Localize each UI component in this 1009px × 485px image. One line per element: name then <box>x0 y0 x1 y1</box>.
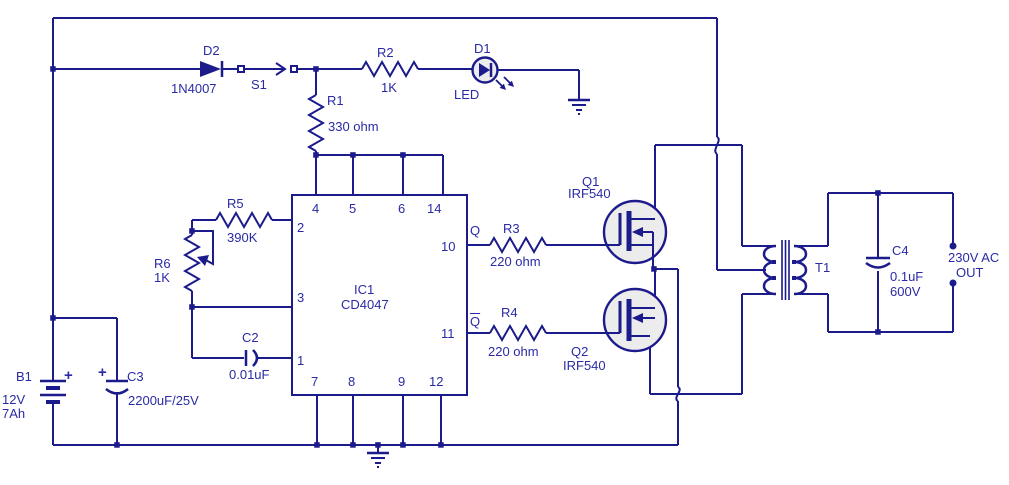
resistor-r2-symbol <box>361 59 419 79</box>
resistor-r4-symbol <box>489 323 547 343</box>
q2-label: Q2 <box>571 344 589 359</box>
d1-label: D1 <box>474 41 491 56</box>
d1-value: LED <box>454 87 480 102</box>
q1-label: Q1 <box>582 174 600 189</box>
s1-label: S1 <box>251 77 267 92</box>
r6-label: R6 <box>154 256 171 271</box>
b1-value2: 7Ah <box>2 406 26 421</box>
ic1-pin-5: 5 <box>349 201 357 216</box>
ic1-pin-10: 10 <box>441 239 456 254</box>
c4-value1: 0.1uF <box>890 269 924 284</box>
output-label-line1: 230V AC <box>948 250 1000 265</box>
r3-value: 220 ohm <box>490 254 541 269</box>
c2-value: 0.01uF <box>229 367 270 382</box>
ic1-pin-1: 1 <box>297 353 305 368</box>
r2-value: 1K <box>381 80 397 95</box>
junction-dots <box>50 66 881 448</box>
ic1-pin-9: 9 <box>398 374 406 389</box>
c3-value: 2200uF/25V <box>128 393 199 408</box>
c4-label: C4 <box>892 243 909 258</box>
mosfet-q1-symbol <box>602 199 668 265</box>
ic1-pin-11: 11 <box>441 326 455 341</box>
qbar-output-label: Q <box>470 314 481 329</box>
d2-label: D2 <box>203 43 220 58</box>
c3-label: C3 <box>127 369 144 384</box>
ic1-body <box>291 194 468 396</box>
r5-value: 390K <box>227 230 258 245</box>
ic1-pin-3: 3 <box>297 290 305 305</box>
r6-value: 1K <box>154 270 170 285</box>
resistor-r5-symbol <box>215 210 273 230</box>
output-label-line2: OUT <box>956 265 984 280</box>
diode-d2-symbol <box>200 61 224 77</box>
q-output-label: Q <box>470 223 481 238</box>
led-d1-symbol <box>471 56 514 90</box>
resistor-r3-symbol <box>489 235 547 255</box>
ground-icon <box>367 451 389 468</box>
ic1-pin-7: 7 <box>311 374 319 389</box>
ic1-pin-12: 12 <box>429 374 444 389</box>
ground-icon <box>568 98 590 115</box>
c3-plus-sign: + <box>98 364 107 381</box>
ic1-pin-8: 8 <box>348 374 356 389</box>
r4-label: R4 <box>501 305 518 320</box>
switch-s1-symbol <box>237 62 298 76</box>
battery-b1-symbol <box>40 379 66 404</box>
ic1-label: IC1 <box>354 282 375 297</box>
t1-label: T1 <box>815 260 831 275</box>
output-terminal <box>949 242 957 250</box>
r5-label: R5 <box>227 196 244 211</box>
ic1-pin-6: 6 <box>398 201 406 216</box>
r1-label: R1 <box>327 93 344 108</box>
r2-label: R2 <box>377 45 394 60</box>
c4-value2: 600V <box>890 284 921 299</box>
capacitor-c3-symbol <box>105 379 129 395</box>
d2-value: 1N4007 <box>171 81 217 96</box>
wire-hop <box>714 136 720 155</box>
wire-hop <box>675 386 681 402</box>
r3-label: R3 <box>503 221 520 236</box>
q2-value: IRF540 <box>563 358 606 373</box>
potentiometer-r6-symbol <box>182 230 214 292</box>
r1-value: 330 ohm <box>328 119 379 134</box>
b1-value1: 12V <box>2 392 26 407</box>
ic1-pin-4: 4 <box>312 201 320 216</box>
r4-value: 220 ohm <box>488 344 539 359</box>
ic1-value: CD4047 <box>341 297 389 312</box>
resistor-r1-symbol <box>306 94 326 152</box>
q1-value: IRF540 <box>568 186 611 201</box>
ic1-pin-14: 14 <box>427 201 442 216</box>
transformer-t1-symbol <box>762 240 808 300</box>
b1-plus-sign: + <box>64 367 73 384</box>
b1-label: B1 <box>16 369 32 384</box>
output-terminal <box>949 279 957 287</box>
mosfet-q2-symbol <box>602 287 668 353</box>
capacitor-c4-symbol <box>865 256 891 269</box>
capacitor-c2-symbol <box>244 349 259 367</box>
ic1-pin-2: 2 <box>297 220 305 235</box>
c2-label: C2 <box>242 330 259 345</box>
